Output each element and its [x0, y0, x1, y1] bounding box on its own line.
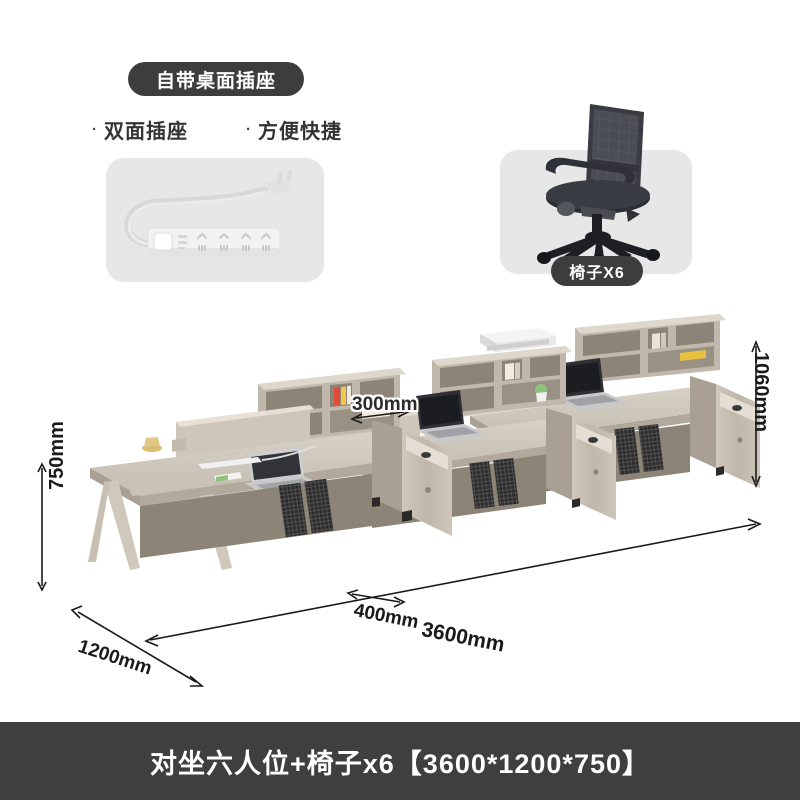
office-chair-icon	[537, 104, 660, 266]
promo-feature-label: 方便快捷	[258, 120, 342, 143]
furniture-illustration	[37, 314, 762, 687]
bullet-icon: ·	[92, 120, 98, 138]
dimension-label-shelf-depth: 300mm	[352, 394, 418, 415]
power-strip-icon	[124, 170, 293, 257]
chair-badge: 椅子X6	[551, 256, 643, 286]
promo-feature-item: · 双面插座	[92, 115, 188, 144]
dimension-label-unit-height: 1060mm	[750, 352, 772, 433]
promo-feature-list: · 双面插座 · 方便快捷	[92, 114, 342, 144]
desk-power-strip	[198, 445, 317, 469]
laptop	[556, 358, 630, 411]
caption-bar: 对坐六人位+椅子x6【3600*1200*750】	[0, 722, 800, 800]
promo-badge: 自带桌面插座	[128, 62, 304, 96]
laptop	[416, 390, 490, 443]
workstation-module-left	[88, 368, 452, 570]
printer	[480, 328, 556, 352]
dimension-label-desk-height: 750mm	[46, 421, 68, 490]
bullet-icon: ·	[246, 120, 252, 138]
promo-feature-item: · 方便快捷	[246, 115, 342, 144]
product-caption: 对坐六人位+椅子x6【3600*1200*750】	[150, 748, 650, 779]
promo-feature-label: 双面插座	[104, 120, 188, 143]
